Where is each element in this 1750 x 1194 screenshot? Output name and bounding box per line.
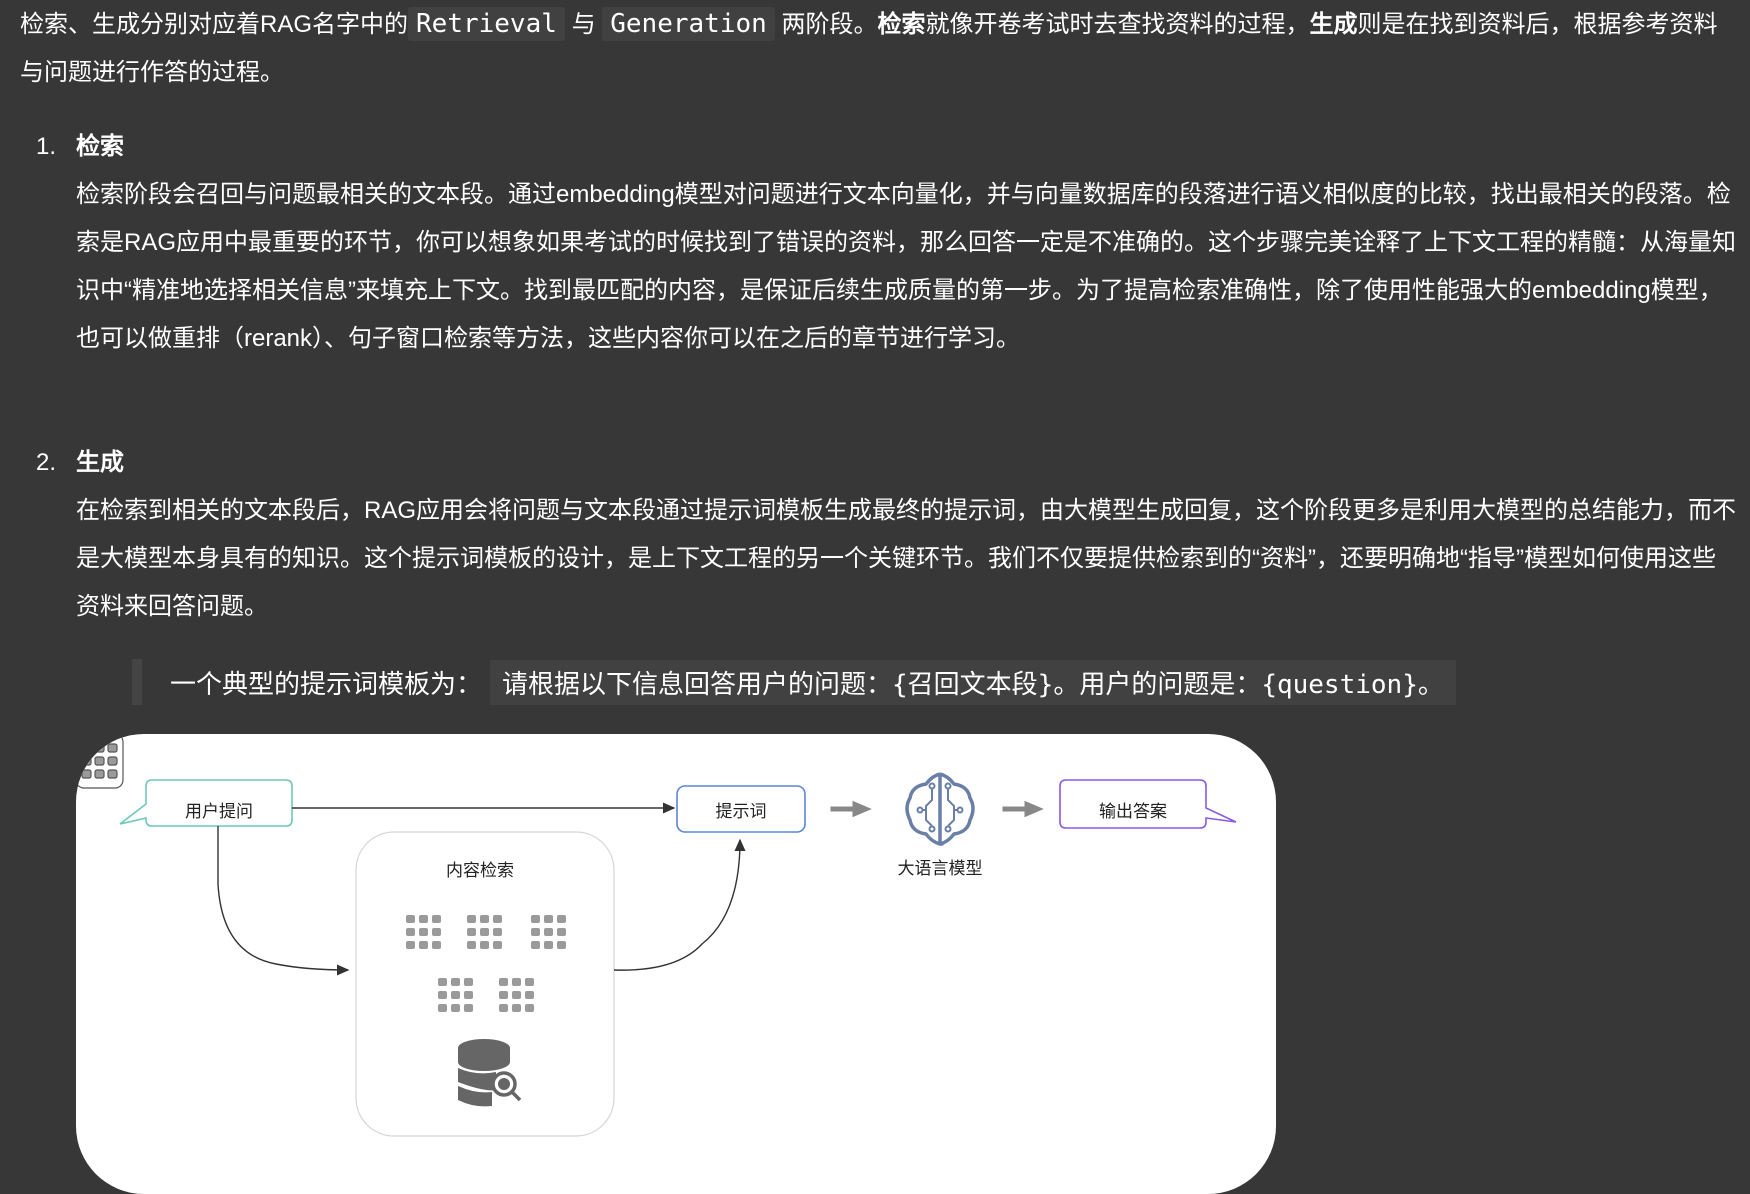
label-user-question: 用户提问	[185, 802, 253, 821]
rag-flow-diagram: 用户提问 提示词 大语言模型 输出答案 内容检索	[76, 734, 1276, 1194]
code-retrieval: Retrieval	[408, 7, 565, 41]
blockquote: 一个典型的提示词模板为： 请根据以下信息回答用户的问题：{召回文本段}。用户的问…	[132, 659, 1456, 705]
prompt-template-code: 请根据以下信息回答用户的问题：{召回文本段}。用户的问题是：{question}…	[490, 659, 1456, 705]
label-output: 输出答案	[1099, 802, 1167, 821]
document-grid-icon	[524, 904, 573, 960]
user-question-bubble	[119, 779, 293, 827]
code-generation: Generation	[602, 7, 775, 41]
document-grid-icon	[399, 904, 448, 960]
diagram-canvas	[76, 734, 1237, 1137]
document-grid-icons	[76, 734, 124, 789]
brain-circuit-icon	[905, 772, 975, 846]
label-retrieval: 内容检索	[446, 861, 514, 880]
bold-generation: 生成	[1309, 11, 1358, 38]
intro-text: 就像开卷考试时去查找资料的过程，	[925, 11, 1310, 38]
list-body: 在检索到相关的文本段后，RAG应用会将问题与文本段通过提示词模板生成最终的提示词…	[76, 497, 1737, 620]
blockquote-bar	[132, 659, 142, 705]
list-number: 2.	[36, 449, 57, 476]
document-grid-icon	[431, 967, 480, 1023]
list-title: 检索	[76, 133, 124, 160]
bold-retrieval: 检索	[877, 11, 926, 38]
intro-text: 检索、生成分别对应着RAG名字中的	[20, 11, 409, 38]
list-body: 检索阶段会召回与问题最相关的文本段。通过embedding模型对问题进行文本向量…	[76, 181, 1737, 352]
list-title: 生成	[76, 449, 124, 476]
intro-text: 两阶段。	[781, 11, 878, 38]
database-search-icon	[458, 1039, 522, 1107]
label-llm: 大语言模型	[897, 859, 983, 878]
document-grid-icon	[492, 967, 541, 1023]
quote-label: 一个典型的提示词模板为：	[170, 668, 483, 699]
label-prompt: 提示词	[715, 802, 767, 821]
document-grid-icon	[460, 904, 509, 960]
list-number: 1.	[36, 133, 57, 160]
intro-text: 与	[571, 11, 596, 38]
intro-text: 则是在找到资料后，根据参考资料与问题进行作答的过程。	[20, 11, 1718, 86]
output-bubble	[1059, 779, 1237, 829]
prompt-box	[676, 785, 806, 833]
